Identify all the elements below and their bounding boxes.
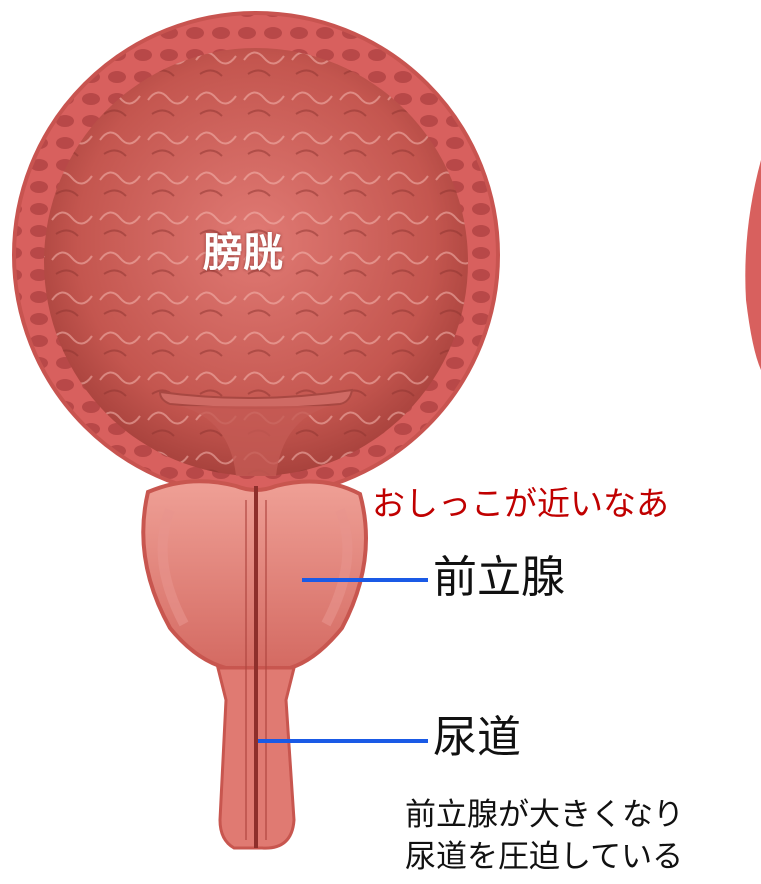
- caption-line-2: 尿道を圧迫している: [405, 837, 684, 879]
- caption-line-1: 前立腺が大きくなり: [405, 795, 684, 837]
- caption: 前立腺が大きくなり 尿道を圧迫している: [405, 795, 684, 879]
- prostate-label: 前立腺: [433, 556, 565, 600]
- second-bladder-edge: [745, 160, 761, 370]
- bladder-label: 膀胱: [203, 233, 283, 273]
- urethra-label: 尿道: [433, 716, 521, 760]
- speech-text: おしっこが近いなあ: [372, 487, 669, 520]
